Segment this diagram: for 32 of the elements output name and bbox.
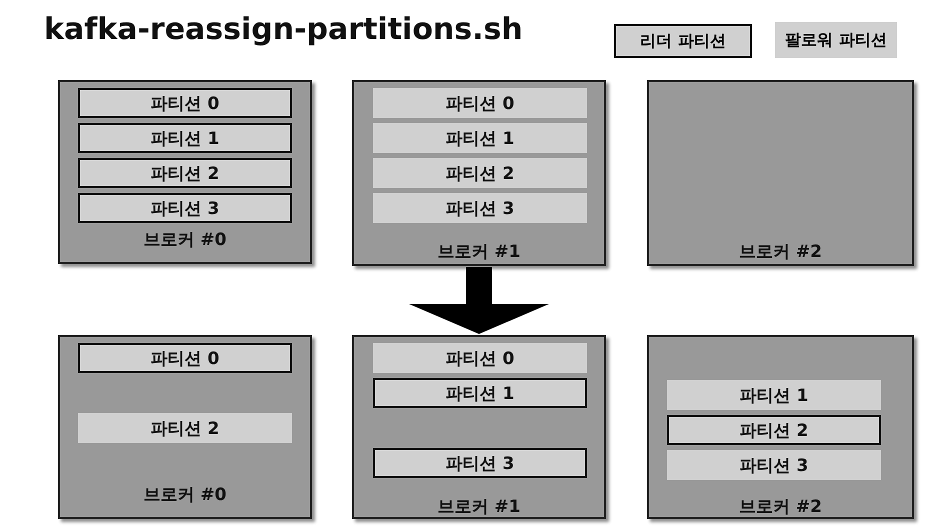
broker-label: 브로커 #1 (436, 241, 522, 263)
broker-panel (58, 335, 312, 519)
block-arrow (409, 267, 549, 334)
broker-panel (352, 335, 606, 519)
broker-panel (58, 80, 312, 264)
follower-partition-box: 파티션 0 (373, 343, 587, 373)
broker-panel (352, 80, 606, 266)
leader-partition-box: 파티션 3 (373, 448, 587, 478)
broker-label: 브로커 #0 (142, 229, 228, 251)
follower-partition-box: 파티션 3 (373, 193, 587, 223)
leader-partition-box: 파티션 1 (78, 123, 292, 153)
broker-panel (647, 335, 914, 519)
leader-partition-box: 파티션 3 (78, 193, 292, 223)
broker-label: 브로커 #2 (738, 496, 823, 518)
broker-label: 브로커 #1 (436, 496, 522, 518)
leader-partition-box: 파티션 2 (667, 415, 881, 445)
follower-partition-box: 파티션 0 (373, 88, 587, 118)
leader-partition-box: 파티션 0 (78, 343, 292, 373)
broker-panel (647, 80, 914, 266)
leader-partition-box: 파티션 2 (78, 158, 292, 188)
follower-partition-box: 파티션 1 (667, 380, 881, 410)
follower-partition-box: 파티션 1 (373, 123, 587, 153)
legend-label: 리더 파티션 (640, 30, 726, 52)
follower-partition-box: 파티션 3 (667, 450, 881, 480)
leader-partition-box: 파티션 1 (373, 378, 587, 408)
follower-partition-box: 파티션 2 (373, 158, 587, 188)
legend-label: 팔로워 파티션 (785, 30, 887, 50)
leader-partition-box: 파티션 0 (78, 88, 292, 118)
broker-label: 브로커 #0 (142, 484, 228, 506)
follower-partition-box: 파티션 2 (78, 413, 292, 443)
broker-label: 브로커 #2 (738, 241, 823, 263)
diagram-title: kafka-reassign-partitions.sh (44, 12, 523, 47)
